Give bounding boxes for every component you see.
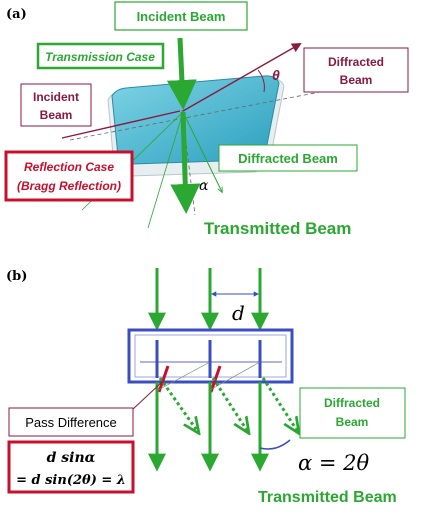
bragg-diffracted-arrow bbox=[182, 43, 302, 112]
transmitted-beam-arrow bbox=[170, 111, 201, 214]
reflection-case-box: Reflection Case (Bragg Reflection) bbox=[4, 150, 134, 202]
transmission-diffracted-label: Diffracted Beam bbox=[238, 151, 338, 166]
diffracted-beam-3 bbox=[261, 377, 298, 432]
crystal-plane-line bbox=[69, 91, 321, 141]
incident-beam-arrow bbox=[166, 37, 197, 110]
bragg-incident-label-l1: Incident bbox=[33, 90, 79, 104]
bragg-diffracted-label-l2: Beam bbox=[340, 73, 373, 87]
wavefront-line-2 bbox=[209, 361, 261, 391]
bragg-incident-box: Incident Beam bbox=[20, 83, 92, 127]
bragg-diffracted-box: Diffracted Beam bbox=[303, 47, 409, 93]
reflection-case-label-l1: Reflection Case bbox=[24, 160, 114, 174]
bragg-incident-beam bbox=[61, 110, 181, 139]
diffracted-beam-1 bbox=[158, 377, 198, 432]
wavefront-line-1 bbox=[157, 361, 211, 391]
incident-beam-label: Incident Beam bbox=[137, 9, 226, 24]
thin-green-line bbox=[147, 111, 184, 229]
d-label: d bbox=[232, 301, 245, 325]
panel-b-tag: (b) bbox=[6, 269, 27, 284]
transmission-diffracted-box: Diffracted Beam bbox=[218, 144, 358, 172]
transmitted-beam-label-a: Transmitted Beam bbox=[204, 219, 351, 238]
diffracted-beam-2 bbox=[211, 377, 248, 432]
formula-box: d sinα = d sin(2θ) = λ bbox=[7, 440, 135, 494]
reflection-case-label-l2: (Bragg Reflection) bbox=[17, 179, 121, 193]
pass-difference-box: Pass Difference bbox=[8, 381, 163, 437]
panel-a-tag: (a) bbox=[6, 7, 27, 22]
formula-line-1: d sinα bbox=[47, 450, 96, 466]
pass-difference-label: Pass Difference bbox=[25, 415, 117, 430]
transmission-case-label: Transmission Case bbox=[45, 50, 155, 64]
diffracted-beam-b-l1: Diffracted bbox=[324, 396, 380, 410]
incident-beam-box: Incident Beam bbox=[114, 1, 248, 31]
formula-line-2: = d sin(2θ) = λ bbox=[16, 473, 126, 488]
transmission-case-box: Transmission Case bbox=[36, 42, 165, 70]
theta-label: θ bbox=[272, 67, 280, 83]
pass-difference-pointer bbox=[131, 381, 163, 411]
path-diff-segment-1 bbox=[157, 365, 170, 393]
theta-arc bbox=[257, 69, 265, 93]
transmitted-beam-label-b: Transmitted Beam bbox=[258, 489, 397, 506]
bragg-incident-label-l2: Beam bbox=[40, 108, 73, 122]
bragg-diffracted-label-l1: Diffracted bbox=[328, 55, 384, 69]
alpha-label-a: α bbox=[199, 178, 209, 194]
alpha-arc-b bbox=[259, 439, 291, 450]
transmission-diffracted-arrow bbox=[182, 111, 222, 192]
path-diff-segment-2 bbox=[209, 365, 222, 393]
diffracted-beam-box-b: Diffracted Beam bbox=[299, 387, 406, 439]
alpha-arc-a bbox=[191, 181, 206, 187]
diffracted-beam-b-l2: Beam bbox=[336, 415, 369, 429]
alpha-eq-label: α = 2θ bbox=[298, 451, 369, 475]
